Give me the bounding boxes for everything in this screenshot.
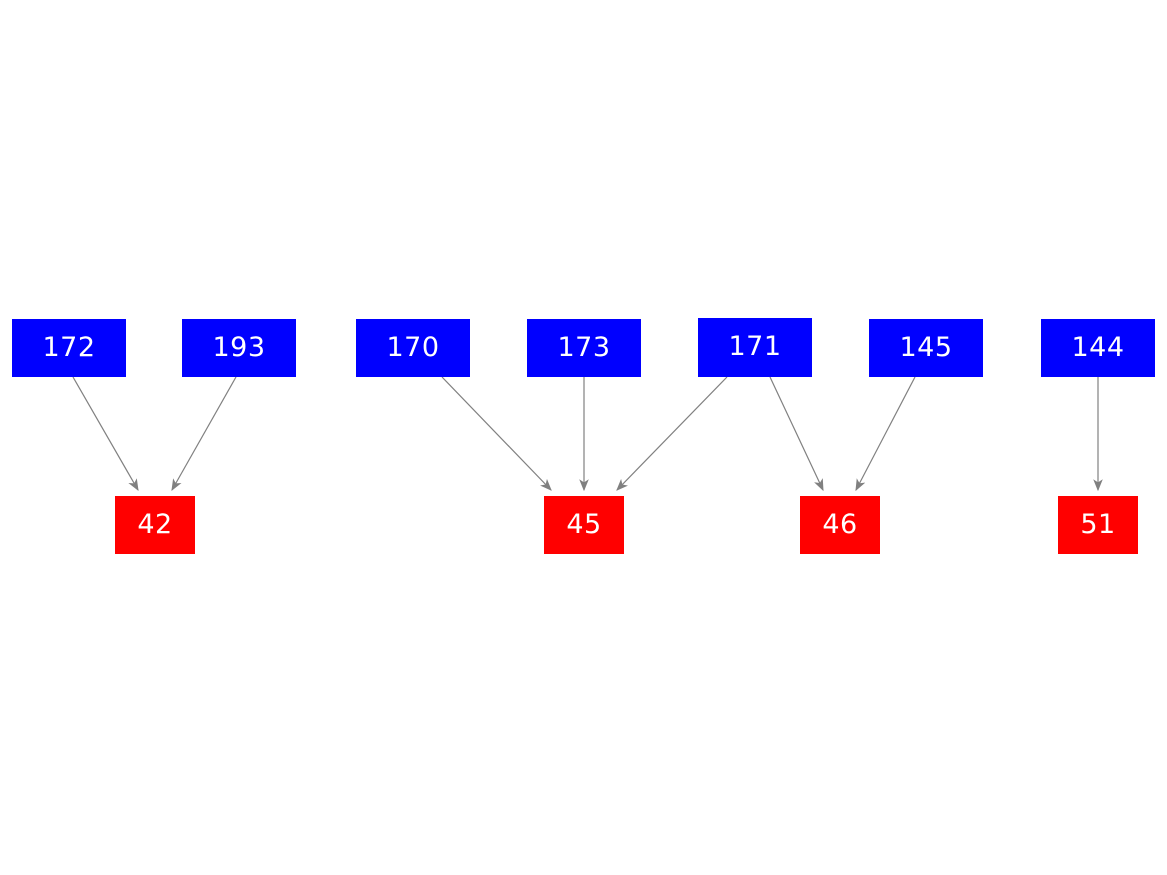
node-51[interactable]: 51: [1058, 496, 1138, 554]
node-label-172: 172: [42, 331, 96, 363]
edge-193-to-42: [171, 376, 237, 492]
edge-145-to-46: [855, 376, 916, 492]
node-label-46: 46: [822, 508, 858, 540]
node-171[interactable]: 171: [698, 318, 812, 377]
node-172[interactable]: 172: [12, 319, 126, 377]
node-144[interactable]: 144: [1041, 319, 1155, 377]
node-193[interactable]: 193: [182, 319, 296, 377]
node-label-145: 145: [899, 331, 953, 363]
edge-171-to-45: [616, 376, 728, 491]
node-label-193: 193: [212, 331, 266, 363]
node-46[interactable]: 46: [800, 496, 880, 554]
node-label-171: 171: [728, 331, 782, 362]
node-170[interactable]: 170: [356, 319, 470, 377]
node-label-144: 144: [1071, 331, 1125, 363]
node-label-51: 51: [1080, 508, 1116, 540]
node-label-173: 173: [557, 331, 611, 363]
node-label-45: 45: [566, 508, 602, 540]
node-42[interactable]: 42: [115, 496, 195, 554]
edge-172-to-42: [72, 376, 139, 492]
edge-170-to-45: [441, 376, 552, 491]
edges-group: [72, 376, 1103, 492]
node-label-42: 42: [137, 508, 173, 540]
node-145[interactable]: 145: [869, 319, 983, 377]
node-173[interactable]: 173: [527, 319, 641, 377]
node-label-170: 170: [386, 331, 440, 363]
edge-171-to-46: [769, 376, 824, 492]
node-45[interactable]: 45: [544, 496, 624, 554]
